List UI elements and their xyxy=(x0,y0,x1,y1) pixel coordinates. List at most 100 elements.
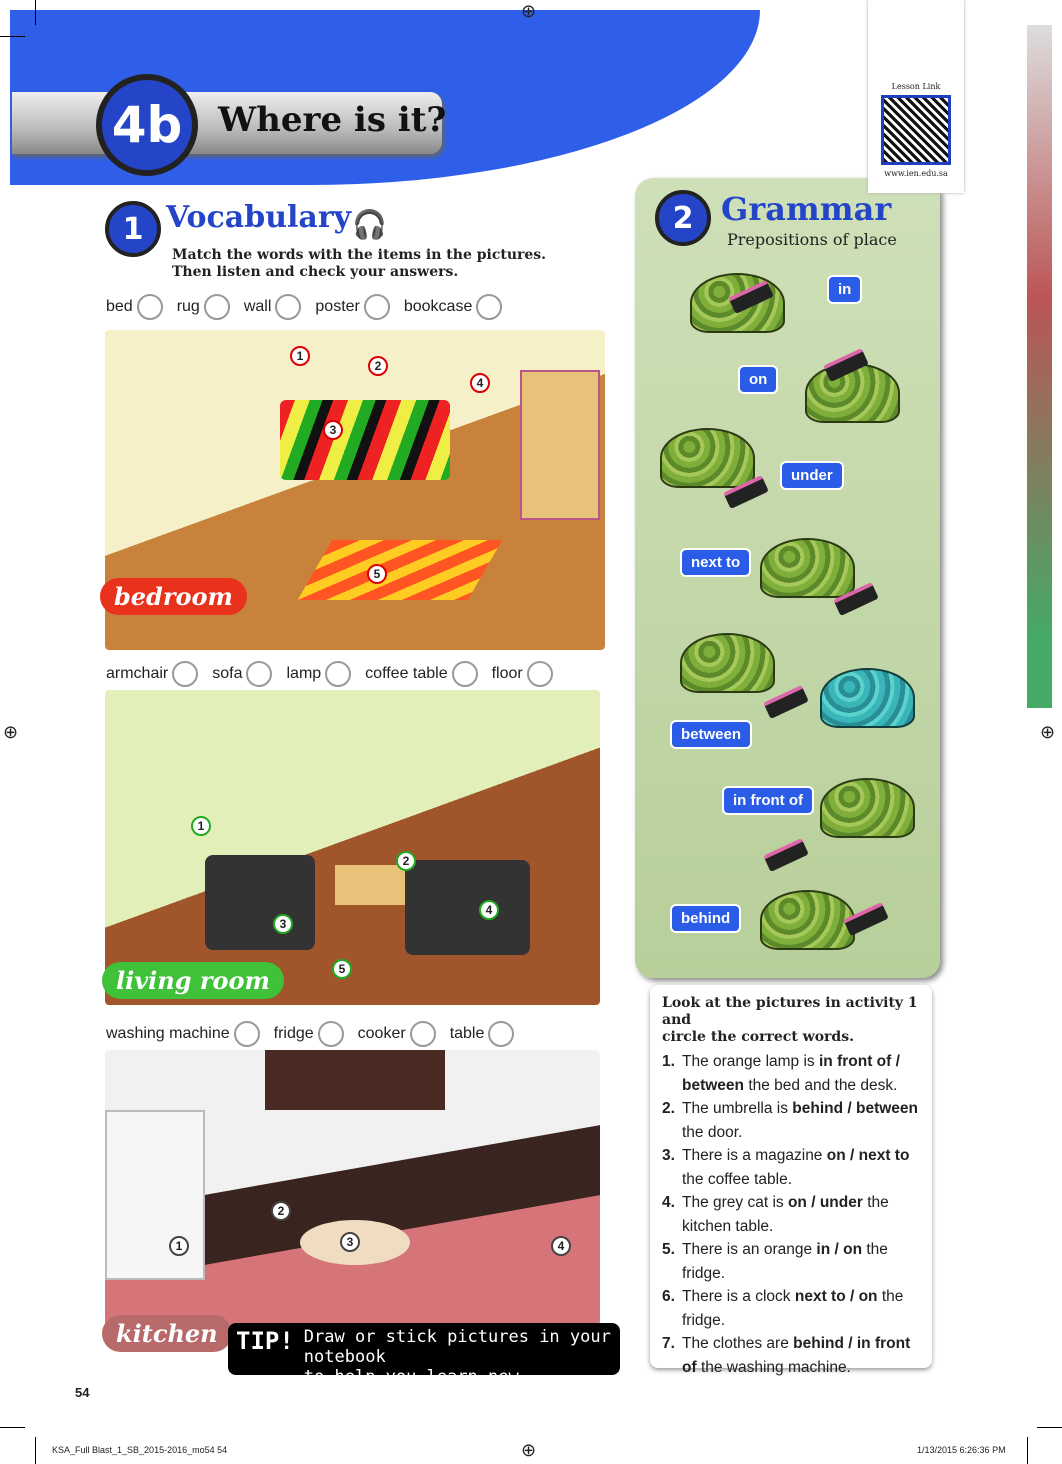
word-label: bed xyxy=(106,298,133,315)
phone-image xyxy=(763,837,809,873)
answer-circle[interactable] xyxy=(451,661,478,687)
preposition-on: on xyxy=(738,365,779,394)
word-label: cooker xyxy=(357,1025,406,1042)
word-label: washing machine xyxy=(106,1025,230,1042)
item-marker: 4 xyxy=(551,1236,571,1256)
registration-mark-icon: ⊕ xyxy=(521,1,537,21)
sofa-image xyxy=(405,860,530,955)
answer-circle[interactable] xyxy=(409,1021,436,1047)
crop-mark xyxy=(0,36,25,37)
title-banner xyxy=(12,92,442,154)
section-title: Vocabulary xyxy=(166,200,352,235)
qr-code-icon[interactable] xyxy=(881,95,951,165)
answer-choices[interactable]: in / on xyxy=(816,1241,863,1258)
phone-image xyxy=(763,684,809,720)
crop-mark xyxy=(35,1437,36,1464)
item-marker: 4 xyxy=(479,900,499,920)
next-page-edge xyxy=(1027,25,1052,708)
room-label-living-room: living room xyxy=(102,962,284,999)
answer-choices[interactable]: next to / on xyxy=(794,1288,878,1305)
cap-image xyxy=(680,633,775,693)
footer-datetime: 1/13/2015 6:26:36 PM xyxy=(917,1445,1006,1455)
answer-choices[interactable]: in front of / between xyxy=(682,1053,900,1094)
answer-circle[interactable] xyxy=(246,661,273,687)
section-number: 1 xyxy=(105,201,161,257)
word-label: fridge xyxy=(273,1025,314,1042)
word-label: floor xyxy=(491,665,523,682)
tip-label: TIP! xyxy=(236,1327,294,1355)
answer-circle[interactable] xyxy=(136,294,163,320)
exercise-item: 2.The umbrella is behind / between the d… xyxy=(662,1100,918,1141)
word-label: bookcase xyxy=(403,298,473,315)
lesson-link-url: www.ien.edu.sa xyxy=(884,169,948,178)
crop-mark xyxy=(35,0,36,25)
grammar-subtitle: Prepositions of place xyxy=(727,230,897,249)
kitchen-illustration: 1 2 3 4 xyxy=(105,1050,600,1325)
cap-image xyxy=(805,363,900,423)
word-list-bedroom: bed rug wall poster bookcase xyxy=(106,294,503,320)
crop-mark xyxy=(1027,1437,1028,1464)
rug-image xyxy=(297,540,503,600)
preposition-in-front-of: in front of xyxy=(722,786,814,815)
answer-circle[interactable] xyxy=(325,661,352,687)
exercise-item: 6.There is a clock next to / on the frid… xyxy=(662,1288,904,1329)
item-marker: 2 xyxy=(368,356,388,376)
cabinets-image xyxy=(265,1050,445,1110)
lesson-link[interactable]: Lesson Link www.ien.edu.sa xyxy=(868,0,964,193)
grammar-panel: 2 Grammar Prepositions of place in on un… xyxy=(635,178,940,978)
footer-file: KSA_Full Blast_1_SB_2015-2016_mo54 54 xyxy=(52,1445,228,1455)
bed-image xyxy=(280,400,450,480)
grammar-title: Grammar xyxy=(721,190,892,228)
item-marker: 5 xyxy=(367,564,387,584)
item-marker: 3 xyxy=(323,420,343,440)
room-label-bedroom: bedroom xyxy=(100,578,247,615)
item-marker: 2 xyxy=(396,851,416,871)
headphones-icon[interactable]: 🎧 xyxy=(352,209,387,240)
vocabulary-instructions: Match the words with the items in the pi… xyxy=(172,247,547,280)
answer-choices[interactable]: on / under xyxy=(787,1194,863,1211)
item-marker: 5 xyxy=(332,959,352,979)
registration-mark-icon: ⊕ xyxy=(3,722,19,742)
answer-circle[interactable] xyxy=(526,661,553,687)
cap-image xyxy=(760,890,855,950)
answer-circle[interactable] xyxy=(233,1021,260,1047)
answer-circle[interactable] xyxy=(317,1021,344,1047)
crop-mark xyxy=(0,1427,25,1428)
item-marker: 2 xyxy=(271,1201,291,1221)
bookcase-image xyxy=(520,370,600,520)
armchair-image xyxy=(205,855,315,950)
preposition-between: between xyxy=(670,720,753,749)
word-label: coffee table xyxy=(365,665,448,682)
word-label: table xyxy=(449,1025,485,1042)
word-list-kitchen: washing machine fridge cooker table xyxy=(106,1021,515,1047)
answer-circle[interactable] xyxy=(476,294,503,320)
answer-choices[interactable]: behind / in front of xyxy=(682,1335,911,1376)
word-label: poster xyxy=(315,298,360,315)
exercise-item: 7.The clothes are behind / in front of t… xyxy=(662,1335,911,1376)
word-label: rug xyxy=(176,298,200,315)
answer-circle[interactable] xyxy=(488,1021,515,1047)
answer-circle[interactable] xyxy=(275,294,302,320)
answer-circle[interactable] xyxy=(172,661,199,687)
item-marker: 3 xyxy=(340,1232,360,1252)
page-title: Where is it? xyxy=(218,100,447,140)
preposition-in: in xyxy=(827,275,863,304)
registration-mark-icon: ⊕ xyxy=(1040,722,1056,742)
item-marker: 3 xyxy=(273,914,293,934)
answer-circle[interactable] xyxy=(203,294,230,320)
item-marker: 1 xyxy=(191,816,211,836)
coffee-table-image xyxy=(335,865,405,905)
answer-choices[interactable]: on / next to xyxy=(826,1147,910,1164)
item-marker: 1 xyxy=(169,1236,189,1256)
preposition-next-to: next to xyxy=(680,548,752,577)
lesson-link-label: Lesson Link xyxy=(891,82,941,91)
cap-image xyxy=(820,668,915,728)
room-label-kitchen: kitchen xyxy=(102,1315,232,1352)
answer-choices[interactable]: behind / between xyxy=(792,1100,918,1117)
cap-image xyxy=(660,428,755,488)
answer-circle[interactable] xyxy=(363,294,390,320)
word-label: lamp xyxy=(286,665,322,682)
page-number: 54 xyxy=(75,1385,90,1400)
exercise-item: 4.The grey cat is on / under the kitchen… xyxy=(662,1194,889,1235)
